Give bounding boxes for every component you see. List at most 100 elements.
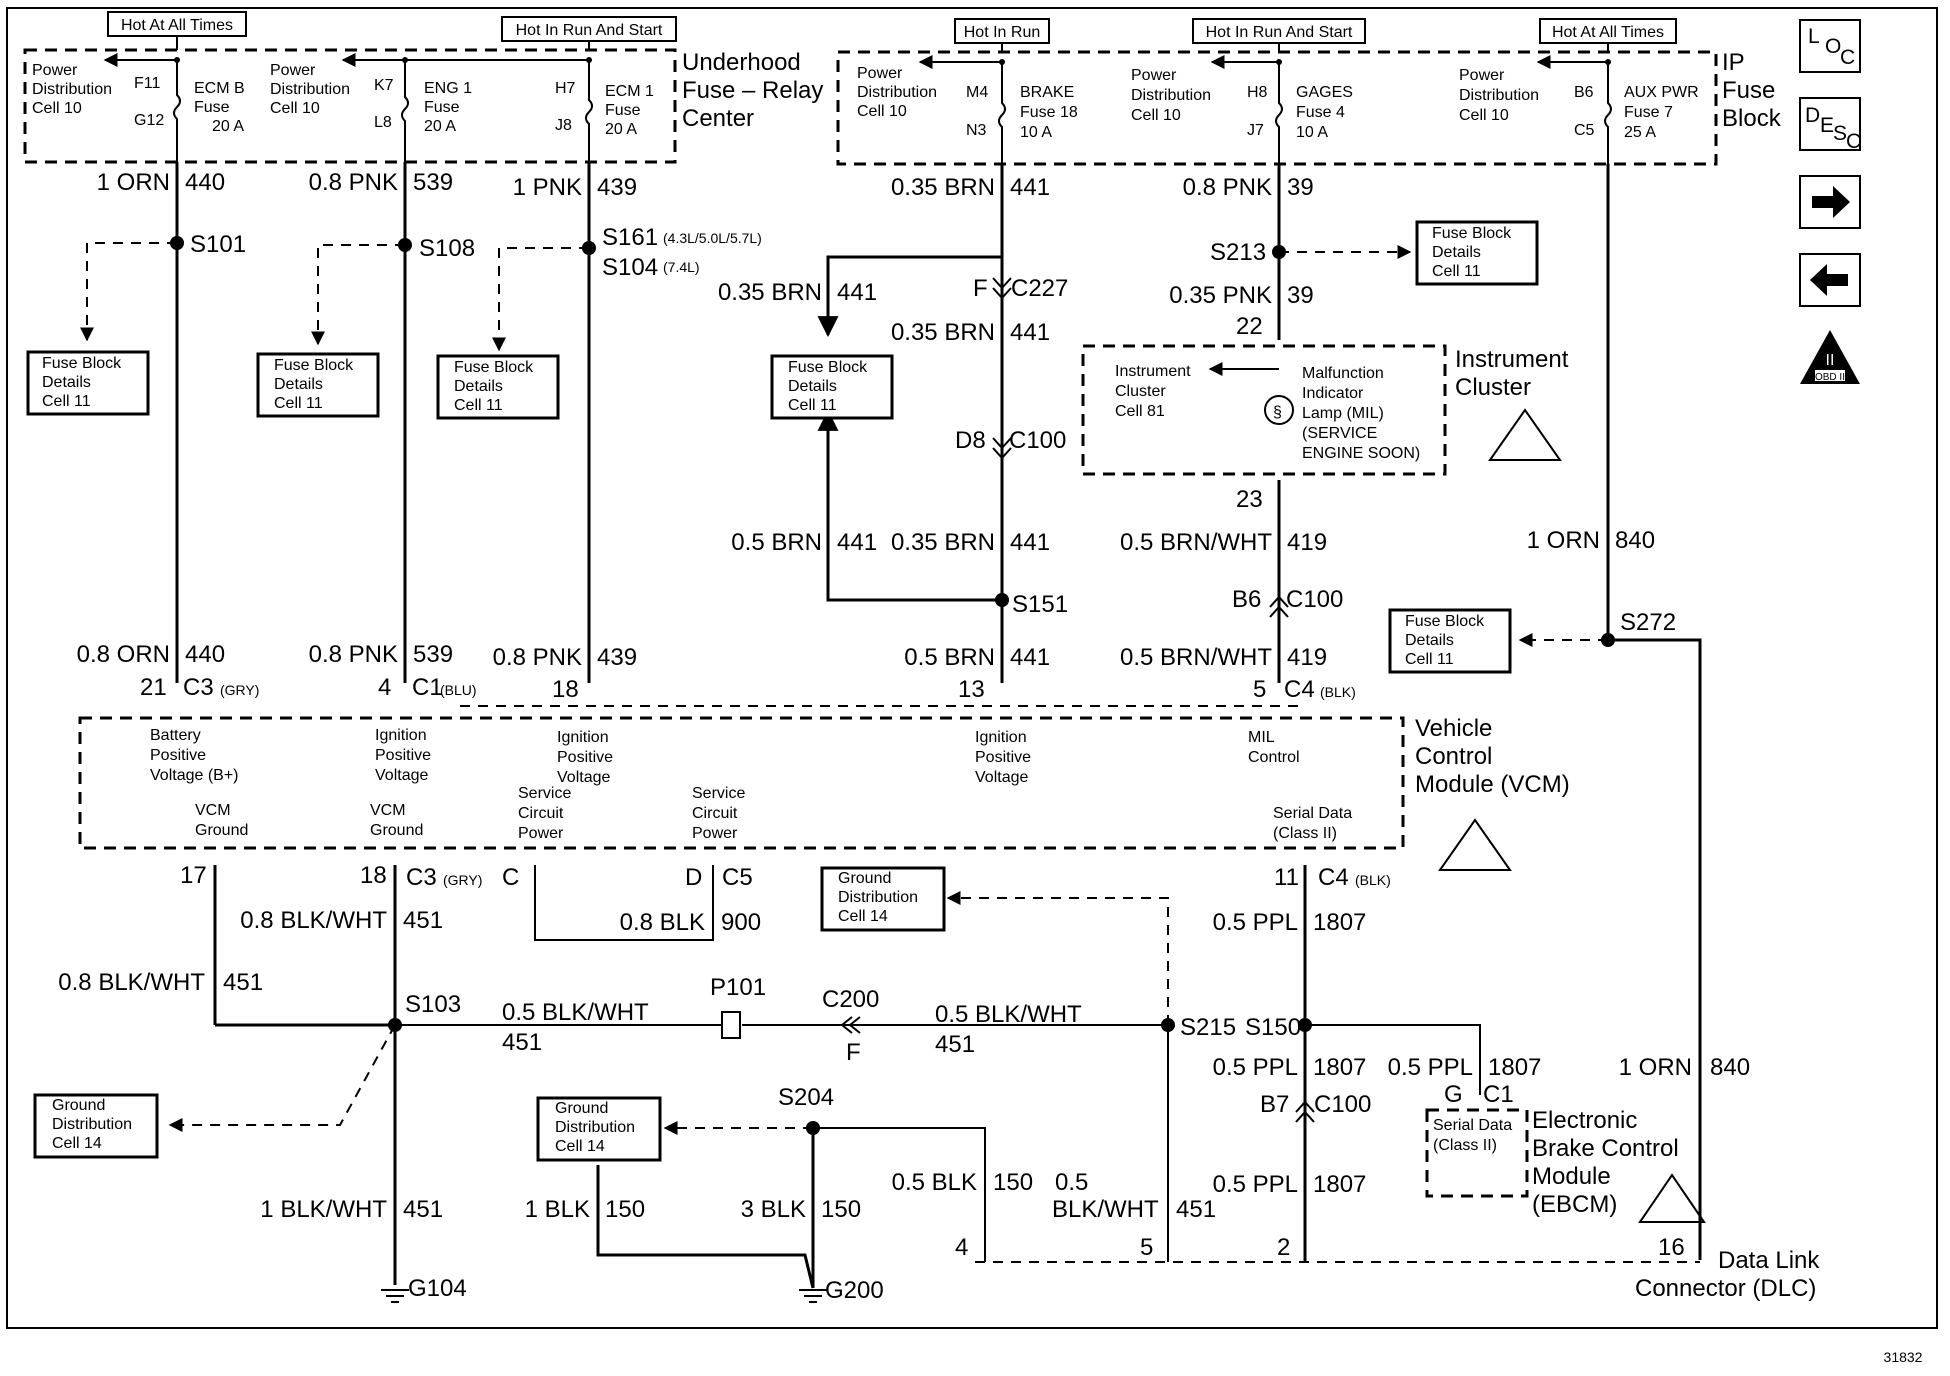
svg-text:C: C	[1846, 130, 1861, 153]
svg-text:C100: C100	[1286, 586, 1343, 613]
loc-icon[interactable]: L O C	[1799, 19, 1861, 73]
svg-text:Fuse: Fuse	[194, 99, 230, 116]
svg-text:Voltage: Voltage	[975, 769, 1028, 786]
svg-text:C100: C100	[1314, 1091, 1371, 1118]
svg-text:K7: K7	[374, 77, 394, 94]
svg-text:GAGES: GAGES	[1296, 84, 1353, 101]
svg-text:441: 441	[1010, 319, 1050, 346]
svg-text:G: G	[1444, 1081, 1463, 1108]
svg-text:451: 451	[1176, 1196, 1216, 1223]
ground-dist-ref-2: Ground Distribution Cell 14	[536, 1096, 662, 1162]
svg-text:B6: B6	[1574, 84, 1594, 101]
svg-text:Serial Data: Serial Data	[1433, 1117, 1512, 1134]
svg-text:1807: 1807	[1313, 909, 1366, 936]
svg-text:S215: S215	[1180, 1014, 1236, 1041]
svg-text:Hot In Run And Start: Hot In Run And Start	[516, 22, 663, 39]
svg-text:B6: B6	[1232, 586, 1261, 613]
svg-text:Ground: Ground	[52, 1097, 105, 1114]
svg-text:1 BLK/WHT: 1 BLK/WHT	[260, 1196, 387, 1223]
svg-text:Module: Module	[1532, 1163, 1611, 1190]
svg-text:11: 11	[1274, 864, 1299, 891]
svg-text:0.8 ORN: 0.8 ORN	[77, 641, 170, 668]
fuse-block-ref-5: Fuse Block Details Cell 11	[1415, 220, 1539, 286]
svg-text:Service: Service	[692, 785, 745, 802]
svg-text:451: 451	[403, 1196, 443, 1223]
svg-text:J7: J7	[1247, 122, 1264, 139]
prev-arrow-icon[interactable]	[1799, 253, 1861, 307]
svg-text:S101: S101	[190, 231, 246, 258]
wire-labels-lower: 0.8 BLK/WHT 451 0.8 BLK/WHT 451 0.8 BLK …	[58, 907, 1750, 1223]
svg-text:Fuse 7: Fuse 7	[1624, 104, 1673, 121]
ground-dist-ref-3: Ground Distribution Cell 14	[820, 866, 946, 932]
svg-text:(BLK): (BLK)	[1355, 872, 1391, 888]
svg-text:Fuse Block: Fuse Block	[454, 359, 534, 376]
svg-text:ENGINE SOON): ENGINE SOON)	[1302, 445, 1420, 462]
svg-text:Voltage (B+): Voltage (B+)	[150, 767, 239, 784]
next-arrow-icon[interactable]	[1799, 175, 1861, 229]
svg-text:C3: C3	[183, 674, 214, 701]
svg-text:0.8 PNK: 0.8 PNK	[493, 644, 582, 671]
svg-text:Hot At All Times: Hot At All Times	[121, 17, 233, 34]
svg-text:S108: S108	[419, 235, 475, 262]
svg-text:0.35 BRN: 0.35 BRN	[891, 174, 995, 201]
ground-dist-ref-1: Ground Distribution Cell 14	[33, 1093, 159, 1159]
svg-text:Cell 11: Cell 11	[788, 397, 837, 414]
svg-text:VCM: VCM	[195, 802, 231, 819]
svg-text:Vehicle: Vehicle	[1415, 715, 1492, 742]
svg-text:(7.4L): (7.4L)	[663, 259, 700, 275]
svg-text:Malfunction: Malfunction	[1302, 365, 1384, 382]
svg-text:20 A: 20 A	[424, 118, 456, 135]
svg-text:Instrument: Instrument	[1455, 346, 1569, 373]
svg-text:(GRY): (GRY)	[220, 682, 259, 698]
svg-text:H7: H7	[555, 80, 576, 97]
svg-text:Distribution: Distribution	[838, 889, 918, 906]
svg-text:(EBCM): (EBCM)	[1532, 1191, 1617, 1218]
svg-text:Cell 14: Cell 14	[838, 908, 888, 925]
svg-text:1 PNK: 1 PNK	[513, 174, 582, 201]
svg-text:18: 18	[360, 862, 387, 889]
svg-text:1 ORN: 1 ORN	[1527, 527, 1600, 554]
svg-text:D8: D8	[955, 427, 986, 454]
svg-text:C: C	[502, 864, 519, 891]
svg-text:Hot In Run: Hot In Run	[964, 24, 1040, 41]
svg-text:C4: C4	[1284, 676, 1315, 703]
splice-dots	[170, 236, 1615, 1135]
svg-text:440: 440	[185, 169, 225, 196]
svg-text:16: 16	[1658, 1234, 1685, 1261]
svg-text:Cell 10: Cell 10	[857, 103, 907, 120]
svg-text:O: O	[1825, 35, 1841, 58]
svg-text:25 A: 25 A	[1624, 124, 1656, 141]
svg-text:840: 840	[1615, 527, 1655, 554]
svg-text:Ignition: Ignition	[975, 729, 1027, 746]
svg-text:Ignition: Ignition	[557, 729, 609, 746]
svg-text:(Class II): (Class II)	[1433, 1137, 1497, 1154]
svg-text:BRAKE: BRAKE	[1020, 84, 1074, 101]
svg-text:439: 439	[597, 644, 637, 671]
svg-text:0.35 PNK: 0.35 PNK	[1169, 282, 1272, 309]
svg-text:0.8 BLK/WHT: 0.8 BLK/WHT	[240, 907, 387, 934]
svg-text:S: S	[1833, 122, 1847, 145]
svg-text:Cell 10: Cell 10	[1459, 107, 1509, 124]
svg-text:39: 39	[1287, 174, 1314, 201]
svg-text:Circuit: Circuit	[518, 805, 564, 822]
svg-text:0.8 BLK: 0.8 BLK	[620, 909, 705, 936]
underhood-fuse-relay-center: Underhood Fuse – Relay Center Power Dist…	[23, 36, 823, 164]
svg-text:441: 441	[1010, 174, 1050, 201]
svg-text:Fuse Block: Fuse Block	[1405, 613, 1485, 630]
svg-text:S204: S204	[778, 1084, 834, 1111]
svg-text:Details: Details	[1405, 632, 1454, 649]
svg-text:0.8 PNK: 0.8 PNK	[309, 641, 398, 668]
svg-text:F: F	[973, 275, 988, 302]
svg-text:4: 4	[955, 1234, 968, 1261]
obd-ii-icon[interactable]: II OBD II	[1800, 330, 1860, 384]
svg-text:S272: S272	[1620, 609, 1676, 636]
svg-text:20 A: 20 A	[212, 118, 244, 135]
svg-text:0.5 BRN: 0.5 BRN	[904, 644, 995, 671]
svg-text:Positive: Positive	[150, 747, 206, 764]
fuse-block-ref-4: Fuse Block Details Cell 11	[770, 354, 894, 420]
esd-warning-icon	[1638, 1173, 1706, 1223]
svg-text:Fuse Block: Fuse Block	[788, 359, 868, 376]
desc-icon[interactable]: D E S C	[1799, 97, 1861, 153]
svg-text:(BLK): (BLK)	[1320, 684, 1356, 700]
svg-text:Distribution: Distribution	[32, 81, 112, 98]
